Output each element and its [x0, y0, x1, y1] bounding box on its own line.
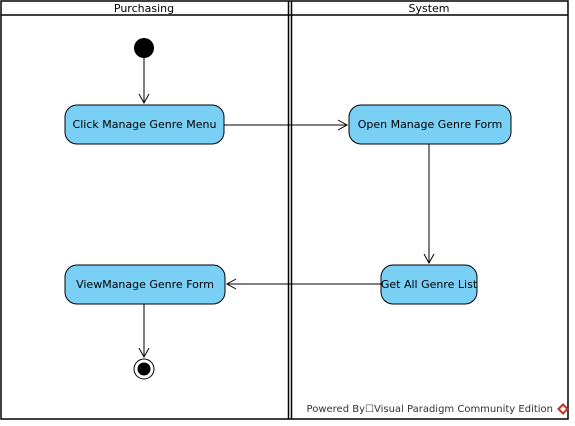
- action-viewmanage-genre-form: ViewManage Genre Form: [64, 264, 226, 305]
- action-label: Get All Genre List: [381, 278, 478, 291]
- initial-node: [134, 38, 154, 58]
- action-label: ViewManage Genre Form: [76, 278, 214, 291]
- final-node: [133, 358, 155, 380]
- action-click-manage-genre-menu: Click Manage Genre Menu: [64, 104, 225, 145]
- lane-title-purchasing: Purchasing: [114, 2, 174, 15]
- action-label: Click Manage Genre Menu: [73, 118, 217, 131]
- lane-title-system: System: [408, 2, 449, 15]
- action-open-manage-genre-form: Open Manage Genre Form: [348, 104, 512, 145]
- diagram-frame: [0, 0, 569, 420]
- watermark-text: Powered By☐Visual Paradigm Community Edi…: [307, 404, 553, 415]
- action-get-all-genre-list: Get All Genre List: [380, 264, 478, 305]
- visual-paradigm-logo-icon: [557, 403, 569, 415]
- action-label: Open Manage Genre Form: [358, 118, 503, 131]
